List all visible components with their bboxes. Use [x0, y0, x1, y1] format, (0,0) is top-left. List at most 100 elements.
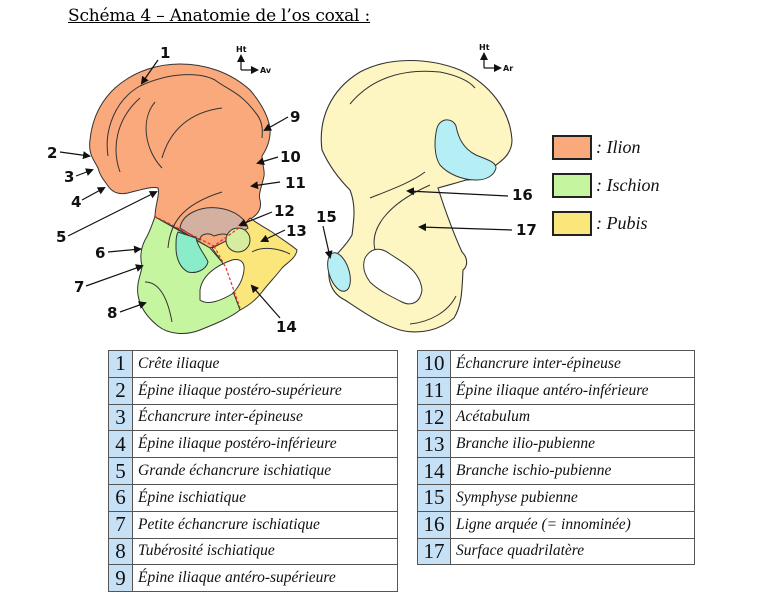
marker-5: 5	[56, 228, 66, 246]
orientation-right-label: Ar	[503, 64, 513, 73]
legend-label: : Pubis	[596, 212, 648, 233]
diagram-title: Schéma 4 – Anatomie de l’os coxal :	[68, 6, 371, 26]
marker-13: 13	[286, 222, 307, 240]
row-number: 10	[417, 350, 451, 378]
marker-16: 16	[512, 186, 533, 204]
obturator-foramen	[199, 259, 245, 303]
row-structure-name: Tubérosité ischiatique	[132, 537, 398, 566]
marker-9: 9	[290, 108, 300, 126]
marker-11: 11	[285, 174, 306, 192]
acetabulum-teal	[175, 231, 209, 273]
leader-7	[85, 264, 144, 287]
marker-labels: 1 2 3 4 5 6 7 8 9 10 11 12 13 14 15 16 1…	[47, 44, 537, 336]
marker-1: 1	[160, 44, 170, 62]
ischio-pubic-boundary	[213, 245, 241, 309]
leader-17	[418, 223, 513, 232]
leader-1	[140, 59, 159, 85]
row-number: 13	[417, 430, 451, 459]
leader-16	[406, 187, 509, 197]
marker-7: 7	[74, 278, 84, 296]
row-number: 17	[417, 537, 451, 566]
legend-swatch-pubis	[552, 210, 592, 236]
leader-8	[119, 301, 147, 313]
row-number: 14	[417, 457, 451, 485]
orientation-indicator-medial: Ht Ar	[479, 43, 513, 73]
marker-2: 2	[47, 144, 57, 162]
acetabulum-lunate	[225, 227, 251, 253]
orientation-indicator-lateral: Ht Av	[236, 45, 272, 75]
legend-swatch-ischion	[552, 172, 592, 198]
row-structure-name: Épine ischiatique	[132, 483, 398, 512]
row-number: 6	[108, 483, 133, 512]
legend-item-ischion: : Ischion	[552, 166, 659, 204]
row-number: 4	[108, 430, 133, 459]
row-structure-name: Branche ischio-pubienne	[450, 457, 695, 485]
orientation-up-label: Ht	[236, 45, 247, 54]
row-structure-name: Épine iliaque antéro-supérieure	[132, 564, 398, 593]
leader-2	[59, 151, 91, 160]
row-number: 11	[417, 376, 451, 405]
legend: : Ilion : Ischion : Pubis	[552, 128, 659, 242]
row-structure-name: Acétabulum	[450, 403, 695, 432]
row-number: 2	[108, 376, 133, 405]
row-structure-name: Ligne arquée (= innominée)	[450, 510, 695, 539]
row-structure-name: Grande échancrure ischiatique	[132, 457, 398, 485]
row-structure-name: Petite échancrure ischiatique	[132, 510, 398, 539]
medial-view	[320, 60, 513, 333]
row-number: 3	[108, 403, 133, 432]
marker-3: 3	[64, 168, 74, 186]
legend-item-ilion: : Ilion	[552, 128, 659, 166]
row-structure-name: Crête iliaque	[132, 350, 398, 378]
row-number: 8	[108, 537, 133, 566]
auricular-surface	[434, 119, 497, 181]
marker-14: 14	[276, 318, 297, 336]
marker-15: 15	[316, 208, 337, 226]
pubic-symphysis-surface	[327, 252, 351, 292]
leader-10	[256, 156, 279, 166]
row-number: 9	[108, 564, 133, 593]
row-structure-name: Symphyse pubienne	[450, 483, 695, 512]
lateral-view	[89, 63, 298, 334]
row-number: 5	[108, 457, 133, 485]
leader-11	[250, 181, 281, 190]
os-coxal-diagram: Ht Av Ht Ar	[47, 43, 537, 336]
orientation-right-label: Av	[260, 66, 272, 75]
marker-10: 10	[280, 148, 301, 166]
leader-4	[81, 187, 106, 201]
marker-12: 12	[274, 202, 295, 220]
row-structure-name: Surface quadrilatère	[450, 537, 695, 566]
ischion-region	[137, 216, 241, 334]
leader-5	[67, 191, 158, 237]
row-number: 12	[417, 403, 451, 432]
leader-6	[107, 245, 142, 254]
orientation-up-label: Ht	[479, 43, 490, 52]
row-structure-name: Échancrure inter-épineuse	[450, 350, 695, 378]
marker-4: 4	[71, 193, 81, 211]
leader-12	[238, 211, 273, 227]
leader-lines	[59, 59, 513, 319]
leader-3	[75, 168, 94, 177]
legend-label: : Ilion	[596, 136, 641, 157]
leader-13	[260, 229, 286, 243]
medial-obturator-foramen	[363, 248, 423, 305]
ilion-region	[89, 63, 271, 249]
row-structure-name: Épine iliaque antéro-inférieure	[450, 376, 695, 405]
leader-15	[322, 225, 333, 259]
legend-item-pubis: : Pubis	[552, 204, 659, 242]
marker-17: 17	[516, 221, 537, 239]
leader-14	[250, 284, 281, 319]
row-structure-name: Épine iliaque postéro-inférieure	[132, 430, 398, 459]
legend-swatch-ilion	[552, 134, 592, 160]
